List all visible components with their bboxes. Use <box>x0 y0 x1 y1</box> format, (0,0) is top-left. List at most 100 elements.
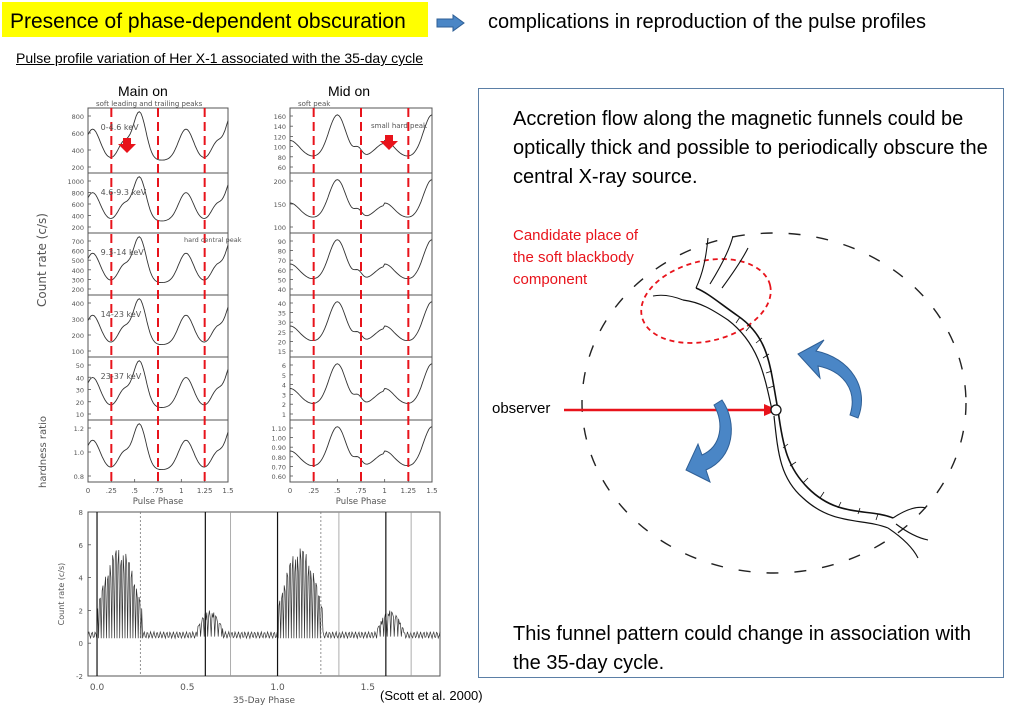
bottom-x-tick: 1.0 <box>270 683 285 693</box>
left-y-tick: 400 <box>72 300 84 308</box>
left-y-tick: 100 <box>72 348 84 356</box>
label-main-on: Main on <box>118 83 168 99</box>
right-y-tick: 100 <box>274 144 286 152</box>
annotation-small-hard: small hard peak <box>371 122 428 130</box>
bottom-x-tick: 1.5 <box>361 683 375 693</box>
left-y-tick: 800 <box>72 113 84 121</box>
rotation-arrow-upper <box>797 339 862 419</box>
neutron-star <box>770 404 782 416</box>
bottom-xlabel: 35-Day Phase <box>233 696 296 706</box>
left-y-tick: 300 <box>72 276 84 284</box>
mid-on-profile <box>289 363 433 404</box>
left-x-tick: .25 <box>106 487 117 495</box>
observer-label: observer <box>492 400 551 417</box>
left-y-tick: 1000 <box>67 178 84 186</box>
main-on-profile <box>87 298 229 346</box>
band-label: 0-4.6 keV <box>101 123 140 132</box>
right-y-tick: 0.80 <box>272 454 286 462</box>
right-y-tick: 150 <box>274 201 286 209</box>
band-label: 23-37 keV <box>101 372 142 381</box>
right-y-tick: 0.70 <box>272 463 286 471</box>
left-x-tick: .5 <box>131 487 138 495</box>
light-curve-frame <box>87 511 441 677</box>
right-y-tick: 140 <box>274 123 286 131</box>
light-curve <box>87 548 441 640</box>
bottom-y-tick: 6 <box>79 542 84 550</box>
red-down-arrow-icon <box>380 135 398 150</box>
right-y-tick: 90 <box>278 238 286 246</box>
candidate-label: Candidate place of the soft blackbody co… <box>513 227 639 288</box>
right-y-tick: 6 <box>282 362 286 370</box>
right-y-tick: 35 <box>278 310 286 318</box>
left-y-tick: 40 <box>76 374 84 382</box>
left-y-tick: 600 <box>72 130 84 138</box>
left-xlabel: Pulse Phase <box>133 497 183 507</box>
left-y-tick: 1.2 <box>74 425 84 433</box>
right-x-tick: 1.25 <box>401 487 417 495</box>
right-y-tick: 5 <box>282 372 286 380</box>
right-y-tick: 3 <box>282 391 286 399</box>
right-y-tick: 60 <box>278 164 286 172</box>
right-y-tick: 200 <box>274 178 286 186</box>
accretion-paragraph: Accretion flow along the magnetic funnel… <box>513 108 988 188</box>
right-y-tick: 0.90 <box>272 444 286 452</box>
right-x-tick: 1.5 <box>426 487 437 495</box>
magnetosphere-circle <box>581 232 967 574</box>
funnel-diagram <box>564 232 967 574</box>
left-y-tick: 700 <box>72 238 84 246</box>
left-y-tick: 200 <box>72 286 84 294</box>
left-y-tick: 0.8 <box>74 473 84 481</box>
band-label: 14-23 keV <box>101 310 142 319</box>
bottom-y-tick: -2 <box>76 673 83 681</box>
left-x-tick: 1.5 <box>222 487 233 495</box>
right-y-tick: 30 <box>278 319 286 327</box>
left-y-tick: 10 <box>76 411 84 419</box>
right-y-tick: 160 <box>274 113 286 121</box>
right-x-tick: .25 <box>308 487 319 495</box>
right-x-tick: 1 <box>382 487 386 495</box>
left-x-tick: 1.25 <box>197 487 213 495</box>
left-y-tick: 600 <box>72 248 84 256</box>
funnel-paragraph: This funnel pattern could change in asso… <box>513 623 972 674</box>
right-y-tick: 2 <box>282 401 286 409</box>
right-y-tick: 50 <box>278 276 286 284</box>
right-y-tick: 40 <box>278 300 286 308</box>
right-y-tick: 120 <box>274 133 286 141</box>
left-y-tick: 800 <box>72 190 84 198</box>
right-y-tick: 40 <box>278 286 286 294</box>
candidate-ellipse <box>640 258 772 344</box>
rotation-arrow-lower <box>685 399 732 483</box>
bottom-y-tick: 8 <box>79 509 83 517</box>
left-y-tick: 600 <box>72 201 84 209</box>
bottom-y-tick: 2 <box>79 607 83 615</box>
left-y-tick: 500 <box>72 257 84 265</box>
headline: complications in reproduction of the pul… <box>488 11 927 33</box>
left-y-tick: 50 <box>76 362 84 370</box>
right-y-tick: 20 <box>278 338 286 346</box>
left-y-tick: 200 <box>72 224 84 232</box>
left-y-tick: 400 <box>72 147 84 155</box>
explanation-box <box>478 88 1004 678</box>
bottom-x-tick: 0.0 <box>90 683 105 693</box>
left-y-tick: 1.0 <box>74 449 84 457</box>
bottom-y-tick: 0 <box>79 640 83 648</box>
right-y-tick: 70 <box>278 257 286 265</box>
left-y-tick: 400 <box>72 213 84 221</box>
left-y-tick: 200 <box>72 332 84 340</box>
right-y-tick: 4 <box>282 382 286 390</box>
bottom-ylabel: Count rate (c/s) <box>57 563 66 626</box>
subtitle: Pulse profile variation of Her X-1 assoc… <box>16 50 423 66</box>
slide-title: Presence of phase-dependent obscuration <box>10 10 406 33</box>
left-y-tick: 300 <box>72 316 84 324</box>
right-y-tick: 15 <box>278 348 286 356</box>
mid-on-profile <box>289 114 433 157</box>
right-x-tick: .5 <box>334 487 341 495</box>
left-y-tick: 400 <box>72 267 84 275</box>
left-y-tick: 30 <box>76 387 84 395</box>
right-y-tick: 100 <box>274 224 286 232</box>
right-y-tick: 60 <box>278 267 286 275</box>
right-x-tick: .75 <box>355 487 366 495</box>
hardness-ylabel: hardness ratio <box>38 416 49 488</box>
band-label: 4.6-9.3 keV <box>101 188 147 197</box>
left-x-tick: 0 <box>86 487 90 495</box>
